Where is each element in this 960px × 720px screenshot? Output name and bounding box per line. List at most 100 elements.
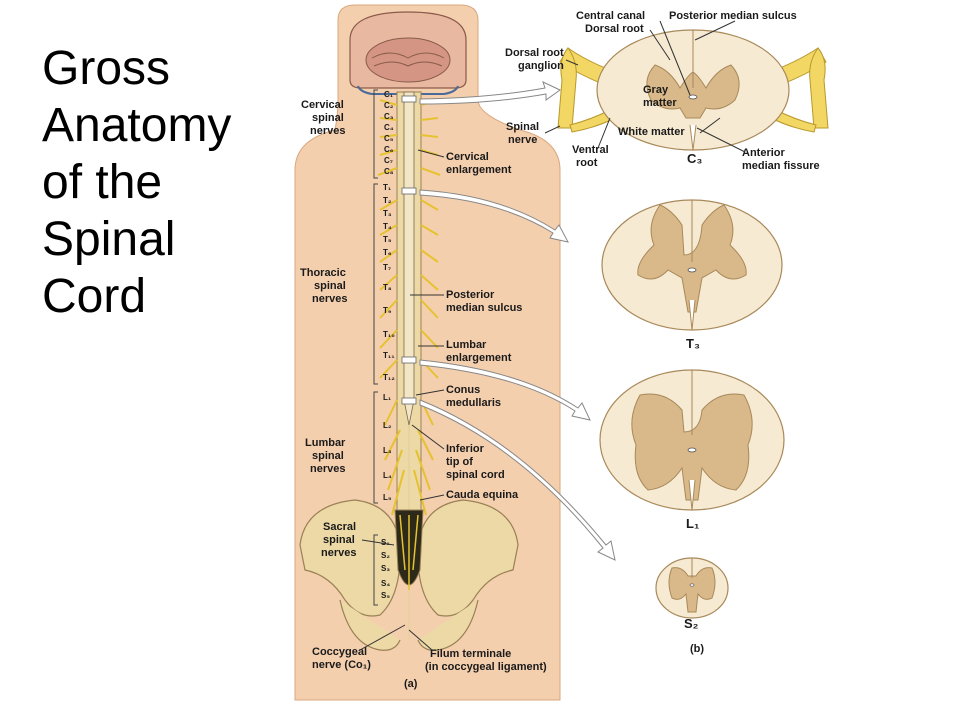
label-filum-terminale: Filum terminale (in coccygeal ligament) (408, 629, 547, 673)
label-line: Thoracic (300, 267, 346, 279)
level-label: S₁ (381, 538, 390, 547)
label-line: Posterior (446, 289, 495, 301)
level-label: L₃ (383, 446, 392, 455)
label-coccygeal-nerve: Coccygeal nerve (Co₁) (312, 624, 406, 671)
label-line: spinal (323, 534, 355, 546)
label-conus-medullaris: Conus medullaris (415, 384, 501, 409)
label-cervical-enlargement: Cervical enlargement (417, 149, 512, 176)
label-line: Cauda equina (446, 489, 519, 501)
label-line: nerve (Co₁) (312, 659, 371, 671)
label-lumbar-enlargement: Lumbar enlargement (418, 339, 512, 364)
label-line: medullaris (446, 397, 501, 409)
level-label: T₅ (383, 235, 392, 244)
level-label: L₅ (383, 493, 392, 502)
section-arrows (419, 81, 616, 561)
section-c3 (557, 29, 829, 151)
label-posterior-median-sulcus-a: Posterior median sulcus (410, 289, 522, 314)
level-label: T₃ (383, 209, 392, 218)
label-line: enlargement (446, 352, 512, 364)
label-line: Cervical (301, 99, 344, 111)
label-ventral-root-2: root (576, 157, 598, 169)
label-line: median sulcus (446, 302, 522, 314)
level-label: T₁₂ (383, 373, 395, 382)
brain-and-skull (349, 11, 467, 95)
level-label: C₈ (384, 167, 394, 176)
label-gray-matter-2: matter (643, 97, 677, 109)
label-line: spinal (312, 112, 344, 124)
region-brackets (373, 89, 378, 606)
panel-b-label: (b) (690, 643, 704, 655)
label-line: nerves (310, 125, 345, 137)
label-line: (in coccygeal ligament) (425, 661, 547, 673)
label-line: Lumbar (446, 339, 487, 351)
label-dorsal-root-ganglion-1: Dorsal root (505, 47, 564, 59)
level-label: T₁₀ (383, 330, 395, 339)
level-label: T₈ (383, 283, 392, 292)
level-label: T₂ (383, 196, 392, 205)
label-line: nerves (312, 293, 347, 305)
pelvis (299, 499, 519, 651)
label-spinal-nerve-2: nerve (508, 134, 537, 146)
label-line: Conus (446, 384, 480, 396)
section-t3: T₃ (601, 199, 783, 351)
label-spinal-nerve-1: Spinal (506, 121, 539, 133)
section-label-c3: C₃ (687, 151, 702, 166)
cervical-levels: C₁ C₂ C₃ C₄ C₅ C₆ C₇ C₈ (384, 90, 394, 176)
level-label: T₄ (383, 222, 392, 231)
section-label-s2: S₂ (684, 616, 699, 631)
level-label: C₄ (384, 123, 394, 132)
panel-a-label: (a) (404, 678, 418, 690)
label-ventral-root-1: Ventral (572, 144, 609, 156)
label-line: spinal cord (446, 469, 505, 481)
level-label: S₄ (381, 579, 390, 588)
slide-title: Gross Anatomy of the Spinal Cord (42, 40, 292, 325)
level-label: T₁₁ (383, 351, 395, 360)
title-line: Gross (42, 42, 171, 95)
label-line: tip of (446, 456, 473, 468)
level-label: T₇ (383, 263, 391, 272)
label-white-matter: White matter (618, 126, 685, 138)
level-label: C₁ (384, 90, 394, 99)
level-label: T₁ (383, 183, 392, 192)
label-lumbar-spinal-nerves: Lumbar spinal nerves (305, 437, 346, 475)
level-label: C₆ (384, 145, 394, 154)
label-inferior-tip: Inferior tip of spinal cord (411, 424, 505, 481)
label-line: Coccygeal (312, 646, 367, 658)
label-line: nerves (321, 547, 356, 559)
level-label: C₂ (384, 101, 394, 110)
label-line: nerves (310, 463, 345, 475)
label-line: Cervical (446, 151, 489, 163)
section-markers (401, 95, 417, 405)
label-line: Sacral (323, 521, 356, 533)
section-l1: L₁ (599, 369, 785, 531)
label-anterior-median-fissure-1: Anterior (742, 147, 786, 159)
label-thoracic-spinal-nerves: Thoracic spinal nerves (300, 267, 347, 305)
title-line: Anatomy (42, 99, 232, 152)
sacral-levels: S₁ S₂ S₃ S₄ S₅ (381, 538, 390, 600)
label-cervical-spinal-nerves: Cervical spinal nerves (301, 99, 345, 137)
thoracic-levels: T₁ T₂ T₃ T₄ T₅ T₆ T₇ T₈ T₉ T₁₀ T₁₁ T₁₂ (383, 183, 395, 382)
label-line: spinal (312, 450, 344, 462)
level-label: C₃ (384, 112, 394, 121)
lumbar-levels: L₁ L₂ L₃ L₄ L₅ (383, 393, 392, 502)
level-label: S₃ (381, 564, 390, 573)
level-label: T₉ (383, 306, 392, 315)
c3-labels: Central canal Posterior median sulcus Do… (505, 10, 820, 172)
level-label: T₆ (383, 248, 392, 257)
label-line: Inferior (446, 443, 485, 455)
label-sacral-spinal-nerves: Sacral spinal nerves (321, 521, 395, 559)
label-line: Lumbar (305, 437, 346, 449)
level-label: C₅ (384, 134, 394, 143)
label-line: spinal (314, 280, 346, 292)
label-line: enlargement (446, 164, 512, 176)
label-central-canal: Central canal (576, 10, 645, 22)
section-s2: S₂ (655, 557, 729, 631)
level-label: S₂ (381, 551, 390, 560)
label-dorsal-root: Dorsal root (585, 23, 644, 35)
label-gray-matter-1: Gray (643, 84, 669, 96)
level-label: L₄ (383, 471, 392, 480)
title-line: of the (42, 156, 163, 209)
section-label-l1: L₁ (686, 516, 699, 531)
level-label: S₅ (381, 591, 390, 600)
